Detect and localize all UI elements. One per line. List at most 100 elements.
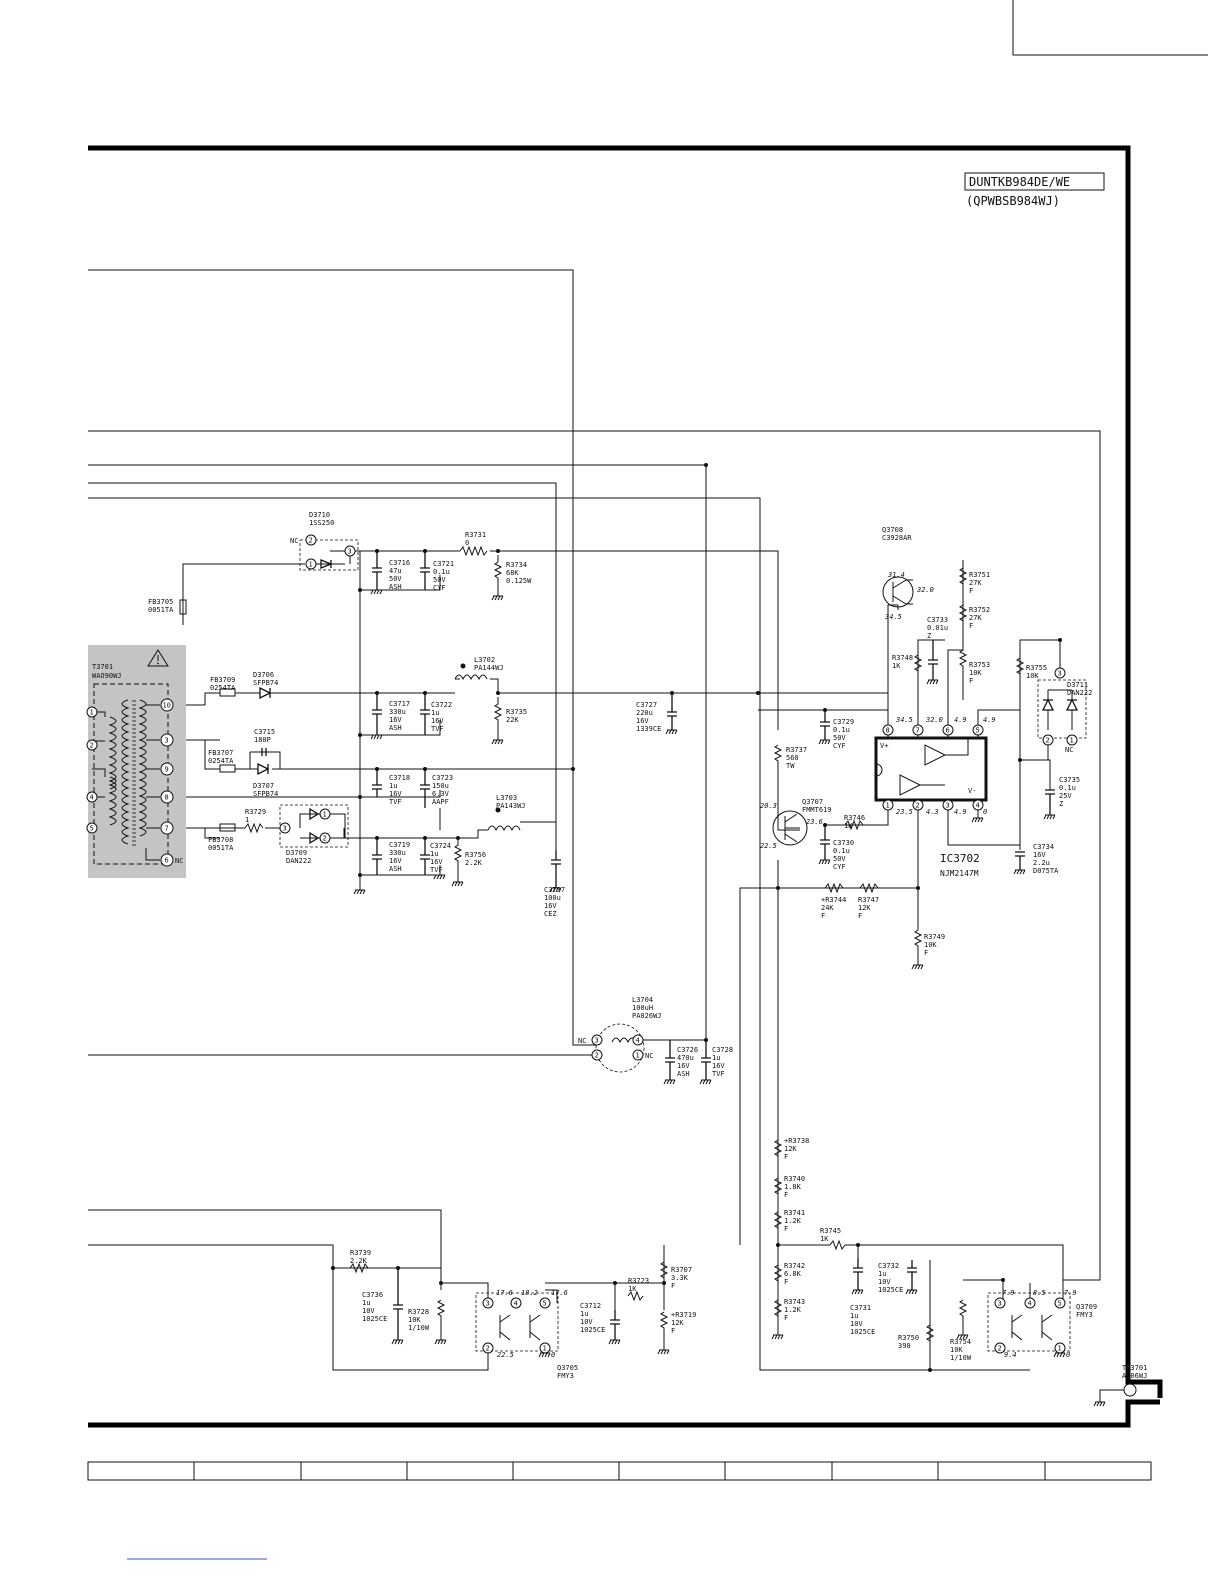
t3701-pin-4-label: 4 bbox=[90, 794, 94, 802]
c3734-label-1: 16V bbox=[1033, 851, 1046, 859]
r3745-label-0: R3745 bbox=[820, 1227, 841, 1235]
t3701-pin-6 bbox=[160, 853, 174, 867]
r3752-label-1: 27K bbox=[969, 614, 982, 622]
c3715-label-1: 180P bbox=[254, 736, 271, 744]
r3744-label-0: +R3744 bbox=[821, 896, 846, 904]
ic-pin-1 bbox=[882, 799, 894, 811]
ground-icon bbox=[818, 739, 831, 745]
ic-pin-8-label: 8 bbox=[886, 727, 890, 735]
c3733-label-1: 0.01u bbox=[927, 624, 948, 632]
r3739-label-0: R3739 bbox=[350, 1249, 371, 1257]
voltage-ic-p8: 34.5 bbox=[895, 716, 913, 724]
t3701-pin-2-label: 2 bbox=[90, 742, 94, 750]
ic-pin-1-label: 1 bbox=[886, 802, 890, 810]
r3756-label-1: 2.2K bbox=[465, 859, 483, 867]
r3756-label-0: R3756 bbox=[465, 851, 486, 859]
ground-icon bbox=[433, 874, 446, 880]
c3736-label-2: 10V bbox=[362, 1307, 375, 1315]
ground-icon bbox=[370, 589, 383, 595]
voltage-q3707-e: 22.5 bbox=[760, 842, 777, 850]
l3703-inductor-icon bbox=[487, 825, 521, 832]
r3751-label-0: R3751 bbox=[969, 571, 990, 579]
c3734-label-2: 2.2u bbox=[1033, 859, 1050, 867]
ic-pin-7-label: 7 bbox=[916, 727, 920, 735]
t3701-pin-9-label: 9 bbox=[165, 766, 169, 774]
c3723-label-1: 150u bbox=[432, 782, 449, 790]
l3704-pin-1 bbox=[632, 1049, 644, 1061]
t3701-pin-3-label: 3 bbox=[165, 737, 169, 745]
r3753-label-1: 10K bbox=[969, 669, 982, 677]
r3748-label-1: 1K bbox=[892, 662, 901, 670]
r3741-label-1: 1.2K bbox=[784, 1217, 802, 1225]
voltage-q3705-p3: 17.6 bbox=[496, 1289, 513, 1297]
r3734-label-2: 0.125W bbox=[506, 577, 532, 585]
d3706-label-0: D3706 bbox=[253, 671, 274, 679]
c3719-label-0: C3719 bbox=[389, 841, 410, 849]
tp3701-test-point-icon[interactable] bbox=[1123, 1383, 1137, 1397]
c3732-label-0: C3732 bbox=[878, 1262, 899, 1270]
d3709-pin-1-label: 1 bbox=[323, 811, 327, 819]
r3755-label-0: R3755 bbox=[1026, 664, 1047, 672]
d3709-label-0: D3709 bbox=[286, 849, 307, 857]
ic3702-part: NJM2147M bbox=[940, 869, 979, 878]
ic-vminus: V- bbox=[968, 787, 976, 795]
ic-vplus: V+ bbox=[880, 742, 888, 750]
c3732-label-2: 10V bbox=[878, 1278, 891, 1286]
q3709-pin-2 bbox=[994, 1342, 1006, 1354]
l3704-pin-2 bbox=[591, 1049, 603, 1061]
q3705-pin-2-label: 2 bbox=[486, 1345, 490, 1353]
fb3708-label-1: 0051TA bbox=[208, 844, 234, 852]
voltage-q3709-p4: 8.5 bbox=[1033, 1289, 1046, 1297]
r3741-label-0: R3741 bbox=[784, 1209, 805, 1217]
r3744-label-1: 24K bbox=[821, 904, 834, 912]
t3701-pin-6-label: 6 bbox=[165, 857, 169, 865]
frame-top-right bbox=[88, 145, 1163, 1398]
c3723-label-0: C3723 bbox=[432, 774, 453, 782]
l3704-label-1: 100uH bbox=[632, 1004, 653, 1012]
c3721-label-3: CYF bbox=[433, 584, 446, 592]
d3710-pin-1 bbox=[305, 558, 317, 570]
r3734-label-0: R3734 bbox=[506, 561, 527, 569]
t3701-pin-1-label: 1 bbox=[90, 709, 94, 717]
q3705-pin-3 bbox=[482, 1297, 494, 1309]
ground-icon bbox=[926, 679, 939, 685]
c3727-label-0: C3727 bbox=[636, 701, 657, 709]
r3750-label-1: 390 bbox=[898, 1342, 911, 1350]
q3707-label-0: Q3707 bbox=[802, 798, 823, 806]
ic-pin-5 bbox=[972, 724, 984, 736]
q3709-pin-3-label: 3 bbox=[998, 1300, 1002, 1308]
r3744-label-2: F bbox=[821, 912, 825, 920]
c3722-label-3: TVF bbox=[431, 725, 444, 733]
ic-pin-3-label: 3 bbox=[946, 802, 950, 810]
c3729-label-0: C3729 bbox=[833, 718, 854, 726]
fb3707-label-1: 0254TA bbox=[208, 757, 234, 765]
ic-pin-7 bbox=[912, 724, 924, 736]
t3701-pin-8-label: 8 bbox=[165, 794, 169, 802]
c3735-label-1: 0.1u bbox=[1059, 784, 1076, 792]
page-tab-outline bbox=[1012, 0, 1208, 56]
ground-icon bbox=[663, 1079, 676, 1085]
d3707-label-1: SFPB74 bbox=[253, 790, 278, 798]
voltage-ic-p7: 32.0 bbox=[925, 716, 943, 724]
r3737-label-1: 560 bbox=[786, 754, 799, 762]
ground-icon bbox=[353, 889, 366, 895]
c3716-label-1: 47u bbox=[389, 567, 402, 575]
r3735-label-1: 22K bbox=[506, 716, 519, 724]
ground-icon bbox=[971, 817, 984, 823]
d3711-diode-a-icon bbox=[1041, 698, 1055, 711]
c3733-label-0: C3733 bbox=[927, 616, 948, 624]
voltage-q3705-p1: 0 bbox=[551, 1351, 555, 1359]
junction-dots bbox=[331, 463, 1062, 1372]
c3726-label-3: ASH bbox=[677, 1070, 690, 1078]
d3710-pin-3-label: 3 bbox=[348, 548, 352, 556]
l3702-label-0: L3702 bbox=[474, 656, 495, 664]
c3737-label-0: C3737 bbox=[544, 886, 565, 894]
d3707-diode-icon bbox=[257, 762, 270, 776]
c3731-label-0: C3731 bbox=[850, 1304, 871, 1312]
c3726-label-0: C3726 bbox=[677, 1046, 698, 1054]
r3742-label-1: 6.8K bbox=[784, 1270, 802, 1278]
r3728-label-1: 10K bbox=[408, 1316, 421, 1324]
r3737-label-0: R3737 bbox=[786, 746, 807, 754]
q3705-pin-1-label: 1 bbox=[543, 1345, 547, 1353]
c3718-label-0: C3718 bbox=[389, 774, 410, 782]
